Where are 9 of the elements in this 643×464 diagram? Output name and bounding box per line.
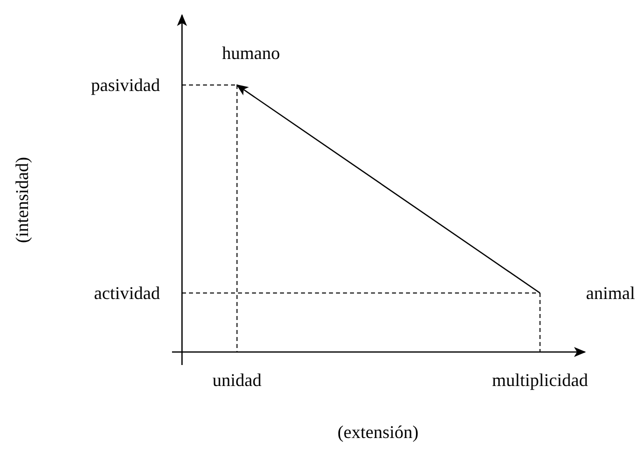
tick-label: multiplicidad	[492, 369, 588, 391]
axis-title: (intensidad)	[11, 157, 33, 243]
tick-label: actividad	[94, 282, 160, 304]
point-label: animal	[586, 283, 635, 303]
axis-title: (extensión)	[338, 421, 418, 443]
arrow	[236, 84, 540, 294]
point-label: humano	[222, 43, 280, 63]
tick-label: pasividad	[91, 74, 160, 96]
tick-label: unidad	[212, 369, 262, 391]
